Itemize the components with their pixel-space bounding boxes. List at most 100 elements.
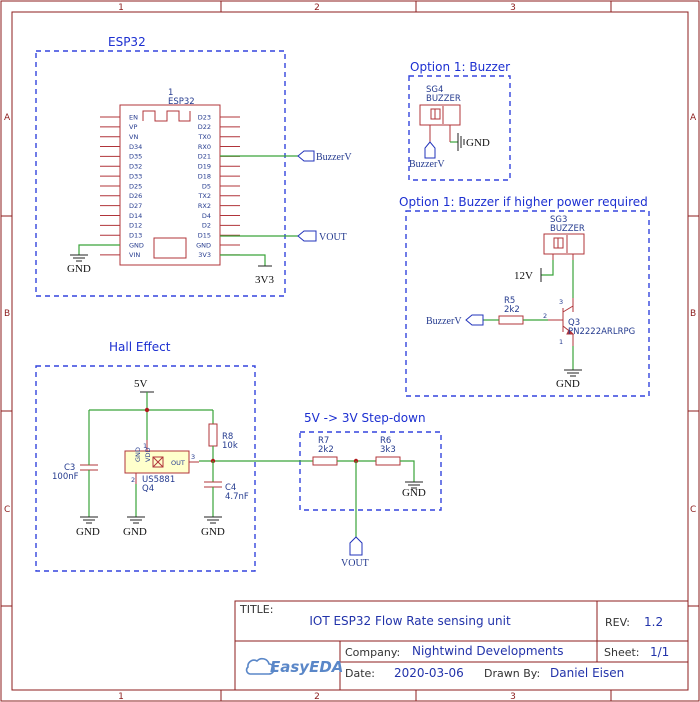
svg-text:C3: C3 xyxy=(64,463,75,473)
resistor-r6[interactable]: R6 3k3 xyxy=(375,436,401,466)
svg-text:OUT: OUT xyxy=(171,459,185,467)
zone-row-a-left: A xyxy=(4,113,11,123)
svg-text:US5881: US5881 xyxy=(142,475,175,485)
hall-sensor-q4[interactable]: GND VDD OUT 1 2 3 US5881 Q4 xyxy=(124,440,199,494)
zone-col-3-bottom: 3 xyxy=(510,692,516,702)
company-value: Nightwind Developments xyxy=(412,644,563,658)
svg-text:4.7nF: 4.7nF xyxy=(225,492,249,502)
netflag-buzzerv-sg4: BuzzerV xyxy=(409,141,445,170)
svg-text:10k: 10k xyxy=(222,441,238,451)
esp32-pin-label-d27: D27 xyxy=(129,202,142,210)
power-3v3-esp: 3V3 xyxy=(255,265,274,286)
block-hall: Hall Effect xyxy=(35,340,256,572)
svg-text:BUZZER: BUZZER xyxy=(550,224,585,234)
zone-col-2-bottom: 2 xyxy=(314,692,320,702)
resistor-r7[interactable]: R7 2k2 xyxy=(312,436,338,466)
buzzer-sg4[interactable]: SG4 BUZZER xyxy=(419,85,461,142)
gnd-symbol-sg4: GND xyxy=(457,133,490,151)
block-esp32: ESP32 xyxy=(35,35,286,297)
drawn-value: Daniel Eisen xyxy=(550,666,624,680)
esp32-name: ESP32 xyxy=(168,97,195,107)
svg-text:GND: GND xyxy=(76,526,100,538)
wire-3v3-esp xyxy=(220,254,266,266)
svg-text:R7: R7 xyxy=(318,436,329,446)
zone-row-c-left: C xyxy=(4,505,10,515)
transistor-q3[interactable]: Q3 PN2222ARLRPG 3 2 1 xyxy=(543,298,635,346)
svg-text:VDD: VDD xyxy=(144,448,152,462)
esp32-pin-label-d33: D33 xyxy=(129,172,142,180)
drawn-label: Drawn By: xyxy=(484,667,540,680)
svg-text:VOUT: VOUT xyxy=(341,558,369,569)
esp32-left-pins: ENVPVND34D35D32D33D25D26D27D14D12D13GNDV… xyxy=(100,113,144,259)
resistor-r5[interactable]: R5 2k2 xyxy=(498,296,524,325)
wire-r6-gnd xyxy=(400,460,415,482)
zone-col-1-bottom: 1 xyxy=(118,692,124,702)
gnd-symbol-q4: GND xyxy=(123,516,147,538)
svg-text:5V: 5V xyxy=(134,378,148,390)
gnd-symbol-c3: GND xyxy=(76,516,100,538)
netflag-vout-div: VOUT xyxy=(341,536,369,569)
svg-text:VOUT: VOUT xyxy=(319,232,347,243)
svg-text:GND: GND xyxy=(402,487,426,499)
capacitor-c3[interactable]: C3 100nF xyxy=(52,463,98,482)
gnd-symbol-c4: GND xyxy=(201,516,225,538)
esp32-pin-label-r-gnd: GND xyxy=(196,241,211,249)
block-title-buzzer: Option 1: Buzzer xyxy=(410,60,510,74)
capacitor-c4[interactable]: C4 4.7nF xyxy=(204,481,249,502)
svg-text:2: 2 xyxy=(543,312,547,320)
svg-text:GND: GND xyxy=(134,447,142,462)
esp32-pin-label-r-d18: D18 xyxy=(198,172,211,180)
svg-text:Q3: Q3 xyxy=(568,318,580,328)
esp32-pin-label-r-d15: D15 xyxy=(198,232,211,240)
esp32-pin-label-r-d21: D21 xyxy=(198,153,211,161)
svg-text:PN2222ARLRPG: PN2222ARLRPG xyxy=(568,327,635,337)
zone-row-c-right: C xyxy=(690,505,696,515)
esp32-pin-label-r-d19: D19 xyxy=(198,163,211,171)
esp32-pin-label-d13: D13 xyxy=(129,232,142,240)
svg-text:1: 1 xyxy=(559,338,563,346)
esp32-pin-label-d26: D26 xyxy=(129,192,142,200)
title-label: TITLE: xyxy=(239,603,273,616)
junction-5v xyxy=(144,407,150,413)
block-title-stepdown: 5V -> 3V Step-down xyxy=(304,411,426,425)
esp32-pin-label-vn: VN xyxy=(129,133,138,141)
esp32-pin-label-r-rx0: RX0 xyxy=(198,143,211,151)
svg-text:2: 2 xyxy=(131,476,135,484)
svg-text:3k3: 3k3 xyxy=(380,445,396,455)
buzzer-sg3[interactable]: SG3 BUZZER xyxy=(543,215,585,260)
svg-text:EasyEDA: EasyEDA xyxy=(270,658,343,676)
svg-text:GND: GND xyxy=(466,137,490,149)
esp32-pin-label-d35: D35 xyxy=(129,153,142,161)
netflag-buzzerv-hp: BuzzerV xyxy=(426,314,484,327)
block-stepdown: 5V -> 3V Step-down xyxy=(299,411,442,511)
svg-text:Q4: Q4 xyxy=(142,484,154,494)
svg-text:2k2: 2k2 xyxy=(504,305,520,315)
easyeda-logo: EasyEDA xyxy=(245,657,343,676)
netflag-vout-esp: VOUT xyxy=(297,230,347,243)
svg-text:SG3: SG3 xyxy=(550,215,567,225)
esp32-pin-label-vin: VIN xyxy=(129,251,140,259)
svg-text:BuzzerV: BuzzerV xyxy=(426,316,462,327)
svg-text:12V: 12V xyxy=(514,270,533,282)
svg-text:GND: GND xyxy=(67,263,91,275)
svg-text:BuzzerV: BuzzerV xyxy=(409,159,445,170)
sheet-value: 1/1 xyxy=(650,645,669,659)
date-label: Date: xyxy=(345,667,375,680)
svg-text:2k2: 2k2 xyxy=(318,445,334,455)
rev-value: 1.2 xyxy=(644,615,663,629)
esp32-pin-label-vp: VP xyxy=(129,123,137,131)
zone-row-b-left: B xyxy=(4,309,10,319)
svg-text:GND: GND xyxy=(201,526,225,538)
esp32-pin-label-d25: D25 xyxy=(129,182,142,190)
esp32-pin-label-d12: D12 xyxy=(129,222,142,230)
esp32-pin-label-r-rx2: RX2 xyxy=(198,202,211,210)
rev-label: REV: xyxy=(605,616,630,629)
esp32-pin-label-d14: D14 xyxy=(129,212,142,220)
esp32-pin-label-gnd: GND xyxy=(129,241,144,249)
esp32-module[interactable]: 1 ESP32 ENVPVND34D35D32D33D25D26D27D14D1… xyxy=(100,88,240,266)
date-value: 2020-03-06 xyxy=(394,666,464,680)
esp32-right-pins: D23D22TX0RX0D21D19D18D5TX2RX2D4D2D15GND3… xyxy=(196,113,240,259)
